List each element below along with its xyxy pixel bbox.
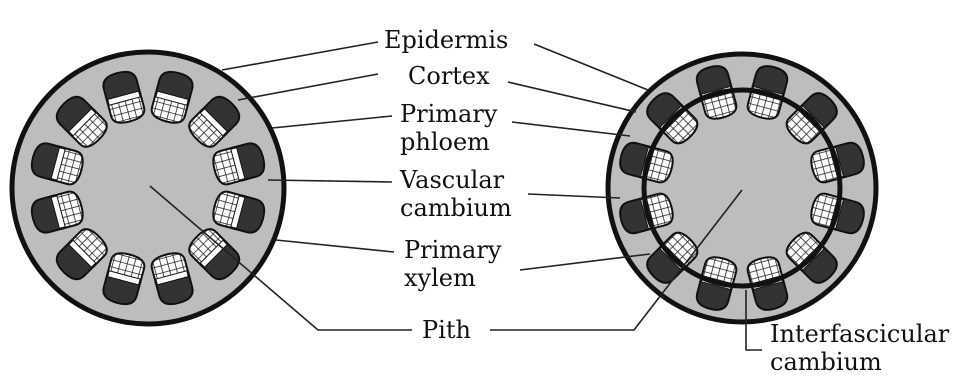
left-stem-epidermis: [12, 52, 284, 324]
leader-phloem-left: [272, 116, 392, 128]
left-stem-cross-section: [12, 52, 284, 324]
leader-cortex-right: [508, 82, 636, 112]
leader-cortex-left: [238, 74, 378, 100]
leader-epidermis-left: [222, 42, 378, 70]
label-interfascicular-cambium-line2: cambium: [770, 348, 882, 376]
right-stem-cross-section: [608, 54, 876, 322]
label-vascular-cambium-line1: Vascular: [399, 166, 505, 194]
label-primary-xylem-line1: Primary: [404, 236, 502, 264]
leader-phloem-right: [512, 122, 630, 136]
leader-xylem-left: [276, 240, 394, 252]
leader-epidermis-right: [534, 44, 648, 90]
label-primary-xylem-line2: xylem: [404, 264, 476, 292]
label-primary-phloem-line2: phloem: [400, 128, 490, 156]
leader-cambium-left: [268, 180, 392, 182]
label-vascular-cambium-line2: cambium: [400, 194, 512, 222]
label-cortex: Cortex: [408, 62, 490, 90]
label-pith: Pith: [422, 316, 471, 344]
label-primary-phloem-line1: Primary: [400, 100, 498, 128]
label-epidermis: Epidermis: [384, 26, 508, 54]
label-interfascicular-cambium-line1: Interfascicular: [770, 320, 950, 348]
right-stem-epidermis: [608, 54, 876, 322]
